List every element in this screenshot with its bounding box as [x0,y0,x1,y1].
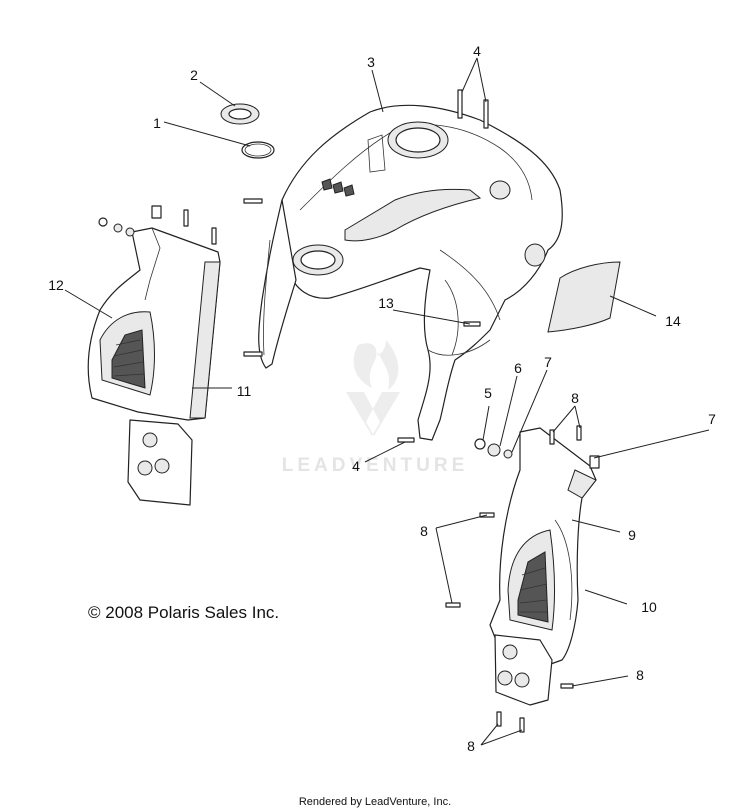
copyright-notice: © 2008 Polaris Sales Inc. [88,603,279,622]
callout-4-mid: 4 [352,458,360,474]
part-cap-ring [220,103,260,125]
fasteners [98,89,600,733]
callout-8-left: 8 [420,523,428,539]
part-right-side-panel [489,427,597,706]
watermark-flame-icon [353,340,399,390]
leader-lines [64,57,710,746]
callout-5: 5 [484,385,492,401]
callout-8-bottom: 8 [467,738,475,754]
callout-9: 9 [628,527,636,543]
part-hood [258,104,563,441]
watermark-v-icon [346,392,400,436]
callout-13: 13 [378,295,394,311]
callout-7-left: 7 [544,354,552,370]
callout-14: 14 [665,313,681,329]
callout-10: 10 [641,599,657,615]
callouts: 1 2 3 4 4 5 6 7 7 8 8 8 8 9 10 11 12 13 … [48,43,716,754]
callout-6: 6 [514,360,522,376]
callout-11: 11 [237,383,252,399]
callout-7-right: 7 [708,411,716,427]
callout-1: 1 [153,115,161,131]
callout-4-top: 4 [473,43,481,59]
callout-12: 12 [48,277,64,293]
watermark-text: LEADVENTURE [282,455,469,476]
watermark: LEADVENTURE [282,340,469,476]
part-left-side-panel [87,227,221,506]
part-o-ring [241,141,275,159]
callout-8-right: 8 [636,667,644,683]
footer-credit: Rendered by LeadVenture, Inc. [299,796,451,808]
part-pad [547,261,621,333]
callout-2: 2 [190,67,198,83]
callout-8-top: 8 [571,390,579,406]
callout-3: 3 [367,54,375,70]
